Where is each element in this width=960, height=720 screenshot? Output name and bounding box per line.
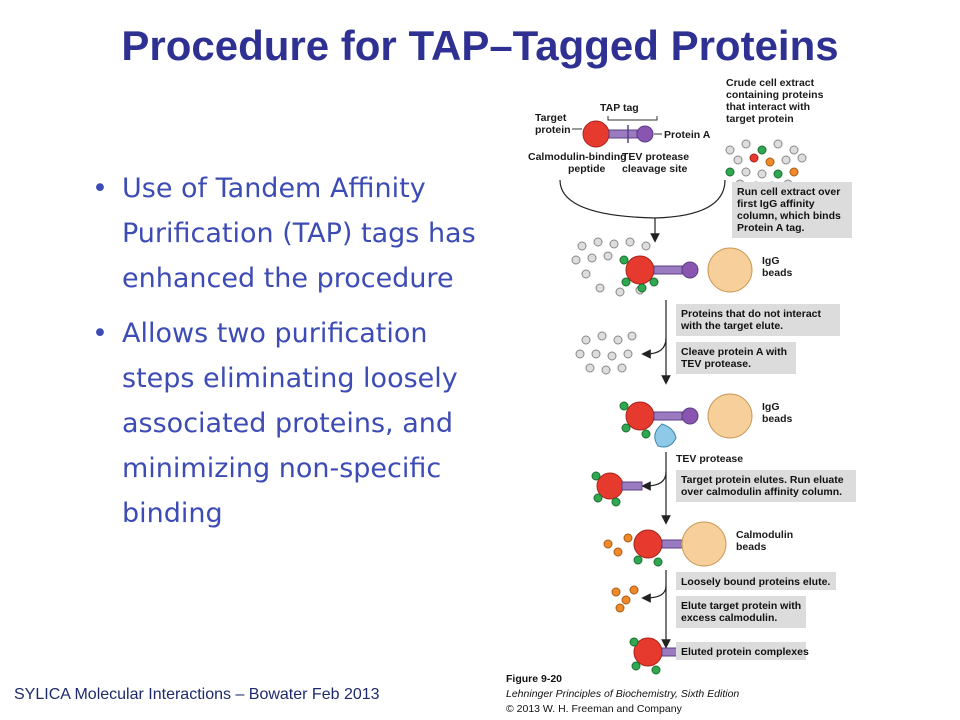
flow-arrow <box>641 471 667 491</box>
tap-tag-bracket <box>607 116 658 121</box>
igg-bead-shape <box>707 247 753 293</box>
tev-protease-shape <box>654 423 677 448</box>
label-beads: beads <box>762 413 793 425</box>
step-text: Loosely bound proteins elute. <box>681 576 830 588</box>
step-text: Run cell extract over <box>737 186 840 198</box>
figure-number: Figure 9-20 <box>506 673 562 685</box>
step-text: column, which binds <box>737 210 841 222</box>
step-text: Target protein elutes. Run eluate <box>681 474 844 486</box>
calmodulin-bead-shape <box>681 521 727 567</box>
bullet-list: Use of Tandem Affinity Purification (TAP… <box>92 166 482 546</box>
step-box <box>676 642 806 660</box>
flow-arrow <box>559 179 656 219</box>
label-tev-site: TEV protease <box>622 151 689 163</box>
target-protein-shape <box>582 120 610 148</box>
tap-procedure-figure: TAP tag Target protein Protein A Calmodu… <box>500 78 960 720</box>
crude-extract-proteins <box>725 139 807 191</box>
protein-a-shape <box>681 261 699 279</box>
bullet-item: Use of Tandem Affinity Purification (TAP… <box>92 166 482 301</box>
cbp-peptide-shape <box>621 481 643 491</box>
flow-arrow <box>641 337 667 359</box>
step-text: Cleave protein A with <box>681 346 787 358</box>
label-crude: that interact with <box>726 101 810 113</box>
igg-bead-shape <box>707 393 753 439</box>
step-text: over calmodulin affinity column. <box>681 486 842 498</box>
label-beads: beads <box>762 267 793 279</box>
label-protein-a: Protein A <box>664 129 711 141</box>
step-box <box>676 596 806 628</box>
flow-arrow <box>641 585 667 603</box>
protein-a-shape <box>636 125 654 143</box>
label-beads: beads <box>736 541 767 553</box>
step-text: Proteins that do not interact <box>681 308 822 320</box>
step-box <box>676 572 836 590</box>
step-text: Eluted protein complexes <box>681 646 809 658</box>
cbp-peptide-shape <box>653 411 683 421</box>
step-text: Elute target protein with <box>681 600 801 612</box>
target-protein-shape <box>633 529 663 559</box>
step-text: first IgG affinity <box>737 198 815 210</box>
label-cbp: Calmodulin-binding <box>528 151 627 163</box>
label-tev-protease: TEV protease <box>676 453 743 465</box>
figure-source: Lehninger Principles of Biochemistry, Si… <box>506 688 739 700</box>
footer-text: SYLICA Molecular Interactions – Bowater … <box>14 686 380 703</box>
label-peptide: peptide <box>568 163 605 175</box>
slide-title: Procedure for TAP–Tagged Proteins <box>121 22 839 69</box>
label-crude: Crude cell extract <box>726 78 815 89</box>
figure-copyright: © 2013 W. H. Freeman and Company <box>506 703 683 715</box>
step-text: with the target elute. <box>680 320 783 332</box>
label-crude: target protein <box>726 113 794 125</box>
target-protein-shape <box>625 401 655 431</box>
step-text: TEV protease. <box>681 358 751 370</box>
protein-a-shape <box>681 407 699 425</box>
step-box <box>676 342 796 374</box>
label-crude: containing proteins <box>726 89 824 101</box>
step-text: Protein A tag. <box>737 222 805 234</box>
eluted-unbound-proteins <box>575 331 637 375</box>
label-calmodulin: Calmodulin <box>736 529 793 541</box>
unbound-proteins-cluster <box>571 237 651 297</box>
step-text: excess calmodulin. <box>681 612 777 624</box>
target-protein-shape <box>625 255 655 285</box>
bullet-item: Allows two purification steps eliminatin… <box>92 311 482 536</box>
cbp-peptide-shape <box>608 129 638 139</box>
step-box <box>732 182 852 238</box>
cbp-peptide-shape <box>653 265 683 275</box>
label-igg: IgG <box>762 255 780 267</box>
step-box <box>676 470 856 502</box>
flow-arrow <box>654 179 726 219</box>
tap-procedure-diagram: TAP tag Target protein Protein A Calmodu… <box>506 78 856 715</box>
label-protein: protein <box>535 124 571 136</box>
label-tap-tag: TAP tag <box>600 102 639 114</box>
cbp-peptide-shape <box>661 539 685 549</box>
label-cleavage-site: cleavage site <box>622 163 688 175</box>
label-target: Target <box>535 112 567 124</box>
label-igg: IgG <box>762 401 780 413</box>
step-box <box>676 304 840 336</box>
